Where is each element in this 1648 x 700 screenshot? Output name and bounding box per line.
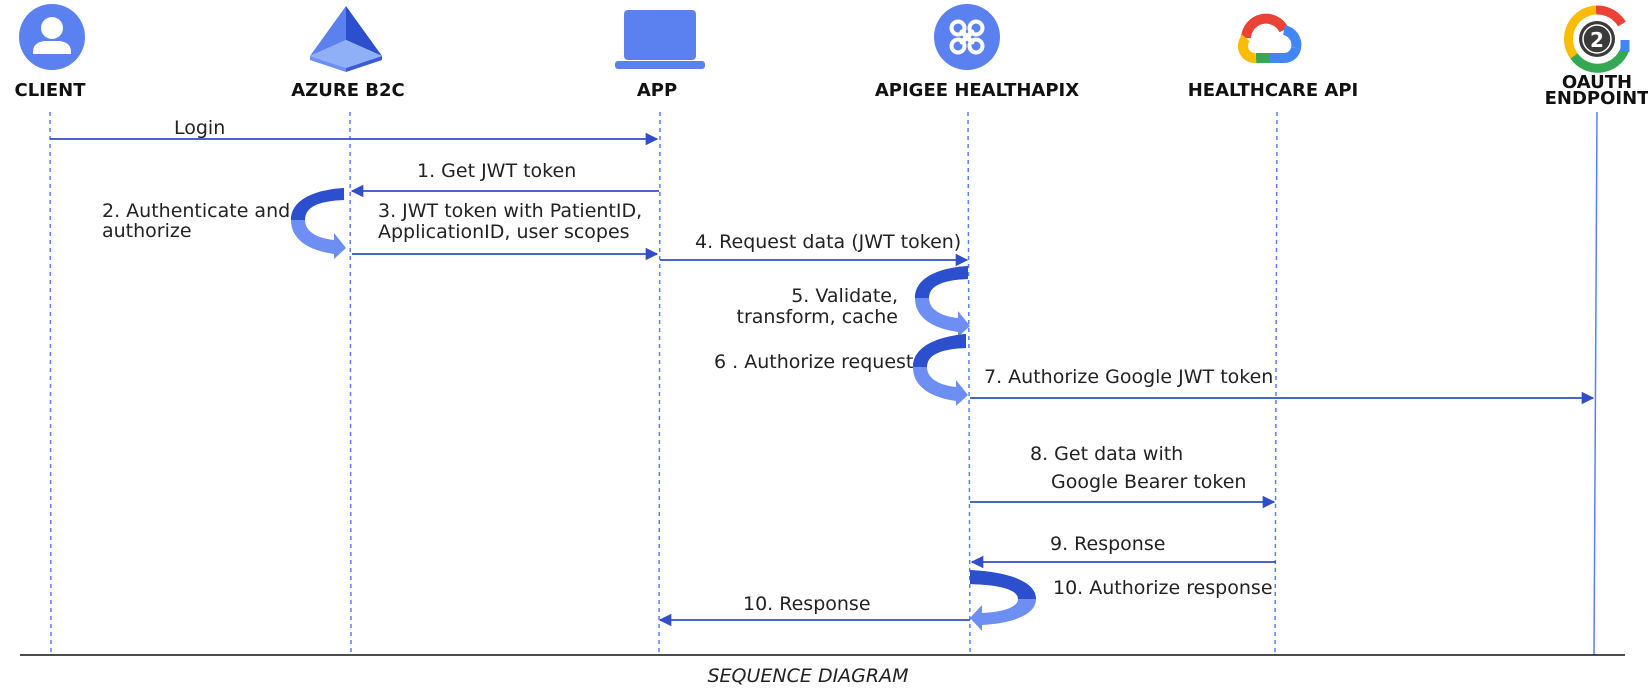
label-authorize-request: 6 . Authorize request (714, 351, 913, 373)
lifeline-healthcare-api (1274, 111, 1278, 656)
self-call-arrow-authorize-response (970, 570, 1036, 631)
actor-name-healthcare-api: HEALTHCARE API (1188, 80, 1359, 101)
label-jwt-token-line1: 3. JWT token with PatientID, (378, 200, 642, 222)
lifeline-app (658, 111, 661, 656)
label-get-data-line1: 8. Get data with (1030, 443, 1183, 465)
lifeline-oauth-endpoint (1593, 111, 1598, 656)
label-validate-line1: 5. Validate, (791, 285, 898, 307)
label-response-10: 10. Response (743, 593, 871, 615)
label-get-jwt-token: 1. Get JWT token (417, 160, 576, 182)
oauth-badge-number: 2 (1590, 28, 1604, 52)
label-validate-line2: transform, cache (737, 306, 899, 328)
label-jwt-token-line2: ApplicationID, user scopes (378, 221, 630, 243)
self-call-arrow-authenticate (291, 188, 346, 259)
label-login: Login (174, 117, 225, 139)
label-get-data-line2: Google Bearer token (1051, 471, 1246, 493)
actor-name-endpoint: ENDPOINT (1545, 88, 1648, 109)
actor-name-app: APP (637, 80, 677, 101)
laptop-icon (615, 10, 705, 69)
actor-name-azure-b2c: AZURE B2C (291, 80, 404, 101)
label-authenticate-line2: authorize (102, 220, 192, 242)
azure-pyramid-icon (310, 6, 382, 72)
person-icon (19, 4, 85, 70)
label-response-9: 9. Response (1050, 533, 1165, 555)
label-authorize-response: 10. Authorize response (1053, 577, 1273, 599)
lifeline-client (49, 111, 52, 656)
label-request-data: 4. Request data (JWT token) (695, 231, 961, 253)
lifeline-azure-b2c (349, 111, 352, 656)
oauth2-google-icon: 2 (1563, 5, 1630, 73)
self-call-arrow-authorize-request (913, 334, 968, 406)
actor-name-oauth: OAUTH (1562, 72, 1632, 93)
label-authorize-google-jwt: 7. Authorize Google JWT token (984, 366, 1273, 388)
label-authenticate-line1: 2. Authenticate and (102, 200, 290, 222)
diagram-caption: SEQUENCE DIAGRAM (707, 665, 908, 687)
lifeline-apigee (967, 111, 971, 656)
actor-name-client: CLIENT (14, 80, 86, 101)
actor-name-apigee: APIGEE HEALTHAPIX (875, 80, 1079, 101)
self-call-arrow-validate (915, 266, 970, 337)
google-cloud-icon (1237, 13, 1302, 64)
apigee-cross-icon (934, 4, 1000, 70)
